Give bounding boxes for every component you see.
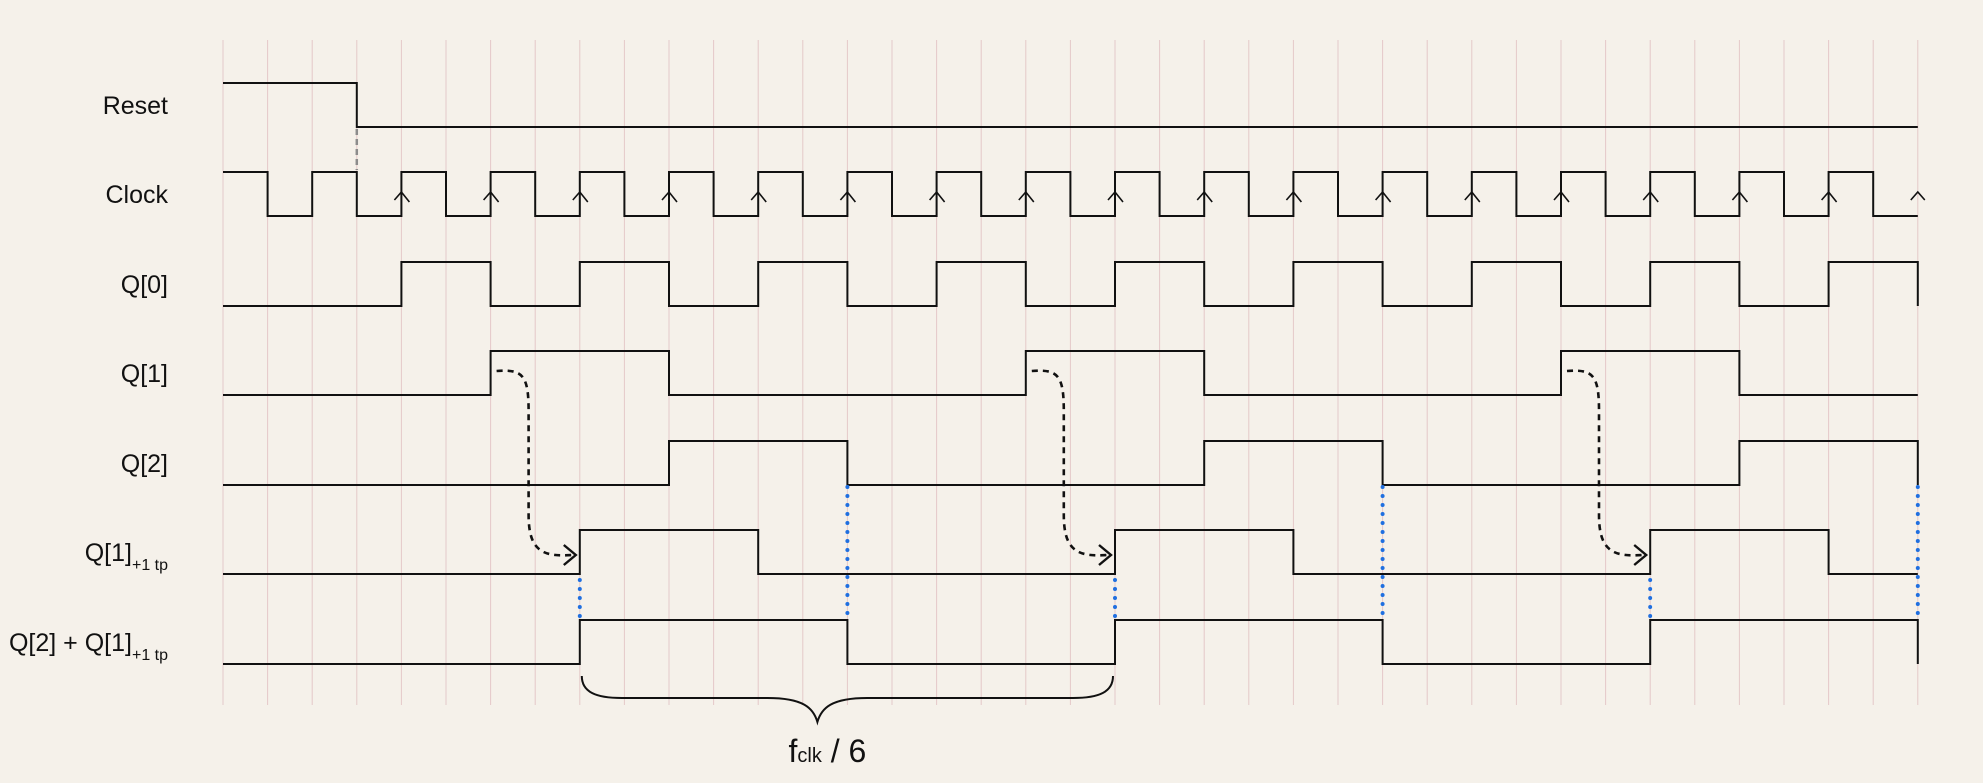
signal-label-subscript: +1 tp [132,557,168,574]
waveform-q0 [223,261,1919,307]
propagation-arrow-head [563,544,578,566]
rising-edge-caret [1107,190,1124,203]
rising-edge-caret [1820,190,1838,203]
propagation-arrow [1031,369,1108,557]
rising-edge-caret [928,190,946,203]
waveform-q2 [223,440,1919,486]
waveform-reset [223,82,1918,128]
period-label-tail: / 6 [822,733,866,769]
rising-edge-caret [1018,190,1035,203]
propagation-arrow [496,369,572,557]
rising-edge-caret [393,190,411,203]
annotations: fclk / 6 [355,129,1920,769]
signal-label-q0: Q[0] [121,271,168,299]
rising-edge-caret [839,190,857,203]
signal-label-q1d: Q[1]+1 tp [85,539,168,574]
rising-edge-caret [572,190,589,203]
signal-label-text: Q[1] [121,360,168,388]
signal-label-clock: Clock [105,181,168,209]
waveform-q1d [223,529,1918,575]
signal-label-text: Q[1] [85,539,132,567]
signal-label-subscript: +1 tp [132,647,168,664]
rising-edge-caret [1910,190,1926,201]
rising-edge-caret [482,190,500,203]
rising-edge-caret [1553,190,1570,203]
rising-edge-caret [1464,190,1481,203]
signal-label-q2: Q[2] [121,450,168,478]
rising-edge-caret [1642,190,1659,203]
propagation-arrow-head [1633,544,1649,566]
signal-label-text: Reset [103,92,168,120]
rising-edge-caret [1196,190,1213,203]
propagation-arrow-head [1098,544,1113,566]
rising-edge-caret [1731,190,1749,203]
rising-edge-caret [1285,190,1303,203]
waveform-clock [223,171,1918,217]
period-label-main: f [788,733,797,769]
signal-label-text: Q[2] + Q[1] [9,629,132,657]
propagation-arrow [1566,369,1643,557]
period-label: fclk / 6 [788,733,866,769]
signal-waveforms [223,82,1926,665]
waveform-q1 [223,350,1918,396]
period-brace [580,675,1114,726]
signal-label-q1: Q[1] [121,360,168,388]
rising-edge-caret [1374,190,1392,203]
signal-label-text: Clock [105,181,168,209]
rising-edge-caret [750,190,767,203]
period-label-sub: clk [797,745,822,767]
signal-label-sum: Q[2] + Q[1]+1 tp [9,629,168,664]
waveform-sum [223,619,1919,665]
signal-label-text: Q[2] [121,450,168,478]
rising-edge-caret [661,190,678,203]
signal-label-text: Q[0] [121,271,168,299]
signal-label-reset: Reset [103,92,168,120]
